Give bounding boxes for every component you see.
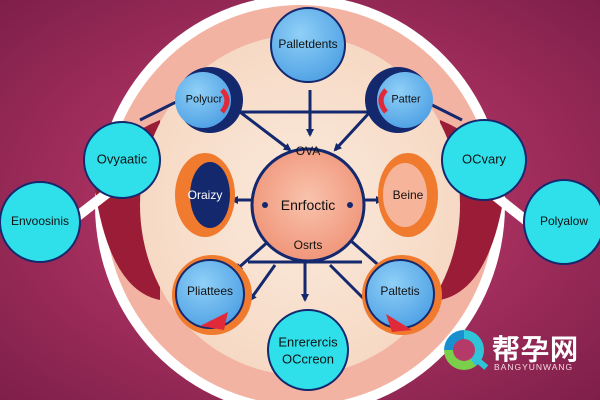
label-mid-left: Oraizy (187, 188, 223, 203)
node-bottom (267, 309, 349, 391)
watermark: 帮孕网 BANGYUNWANG (444, 326, 594, 378)
label-outer-left-lower: Envoosinis (10, 214, 70, 229)
node-lower-left (175, 259, 245, 329)
label-mid-right: Beine (392, 188, 424, 203)
label-outer-right-lower: Polyalow (539, 214, 589, 229)
label-lower-right: Paltetis (380, 284, 420, 299)
node-lower-left-accent (200, 312, 228, 330)
watermark-subtitle: BANGYUNWANG (494, 362, 574, 372)
outer-node-right-lower (523, 179, 600, 265)
label-bottom-line1: Enrerercis (278, 334, 338, 350)
center-dot-left (262, 202, 268, 208)
label-top: Palletdents (278, 37, 338, 52)
label-lower-left: Pliattees (186, 284, 234, 299)
label-outer-left-upper: Ovyaatic (96, 151, 148, 167)
arrow-upper-right-diag (333, 110, 372, 152)
node-top (270, 7, 346, 83)
watermark-title: 帮孕网 (492, 334, 580, 365)
label-center-bottom: Osrts (293, 238, 323, 253)
outer-node-left-lower (0, 181, 81, 263)
node-upper-left-accent (220, 88, 230, 114)
watermark-logo-icon (444, 330, 484, 370)
label-center-middle: Enrfoctic (280, 196, 336, 213)
arrow-upper-left-diag (239, 110, 292, 152)
watermark-logo-tail (473, 356, 489, 370)
label-outer-right-upper: OCvary (461, 151, 507, 167)
label-center-top: OVA (295, 144, 321, 159)
node-lower-right-accent (386, 314, 412, 332)
arrow-lower-left (234, 238, 271, 272)
node-upper-right-accent (378, 88, 388, 114)
outer-node-right-upper (441, 119, 527, 201)
label-bottom-line2: OCcreon (281, 351, 335, 367)
node-mid-right-inner (383, 163, 427, 227)
outer-node-left-upper (83, 121, 161, 199)
arrow-lower-left-diag (248, 264, 277, 302)
label-upper-left: Polyucr (185, 93, 223, 106)
node-mid-left-inner (190, 162, 230, 228)
node-upper-left (175, 72, 231, 128)
node-upper-right (377, 72, 433, 128)
label-upper-right: Patter (391, 93, 421, 106)
center-node (250, 147, 366, 263)
center-dot-right (347, 202, 353, 208)
